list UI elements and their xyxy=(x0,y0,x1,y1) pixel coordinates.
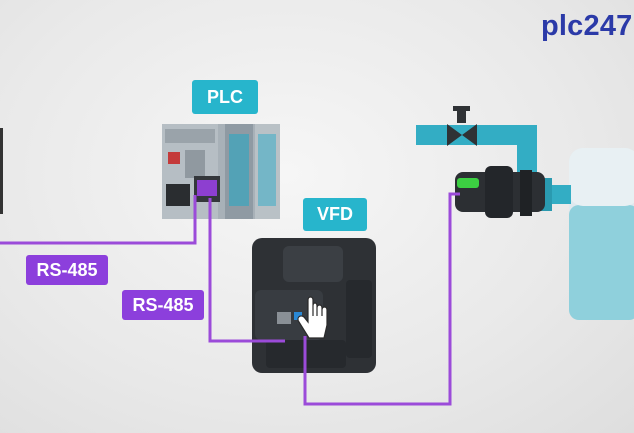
rs485-label-left: RS-485 xyxy=(26,255,108,285)
plc-label: PLC xyxy=(192,80,258,114)
brand-logo: plc247 xyxy=(541,10,633,42)
vfd-label: VFD xyxy=(303,198,367,231)
left-device xyxy=(0,128,3,214)
rs485-label-right: RS-485 xyxy=(122,290,204,320)
motor xyxy=(455,166,545,218)
rs485-cables xyxy=(0,192,460,406)
hand-pointer-icon xyxy=(297,296,328,339)
plc-device xyxy=(162,124,280,219)
water-tank xyxy=(569,148,634,320)
valve-icon xyxy=(447,106,477,146)
